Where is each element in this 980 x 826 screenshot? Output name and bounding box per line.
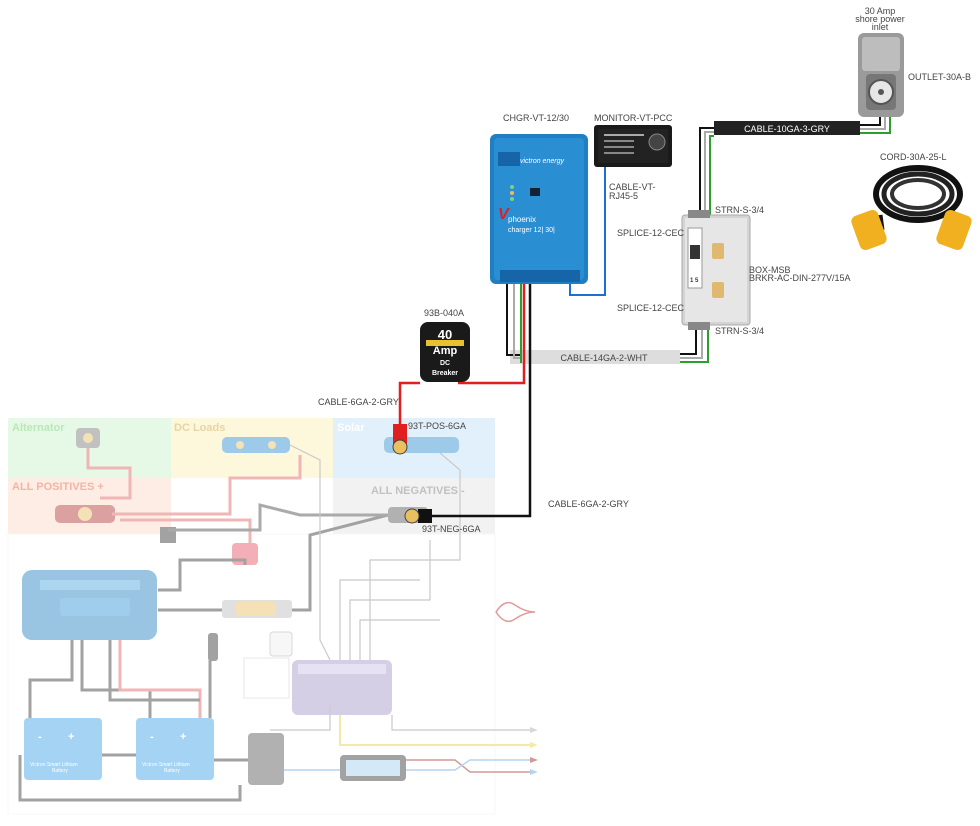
breaker-label: 93B-040A [424,308,464,318]
zone-label-all-negatives: ALL NEGATIVES - [371,485,465,497]
shore-inlet-label-3: inlet [872,22,889,32]
zone-label-alternator: Alternator [12,422,65,434]
splice-bottom-label: SPLICE-12-CEC [617,303,685,313]
battery-1-label-line2: Battery [52,768,68,774]
base-outline [7,533,496,815]
battery-2-label-line2: Battery [164,768,180,774]
charger-brand: victron energy [520,158,564,165]
box-label: BOX-MSB [749,265,791,275]
charger-model-line2: charger 12| 30| [508,227,555,234]
svg-text:-: - [150,731,154,743]
shore-power-inlet [858,33,904,117]
positive-cable-label: CABLE-6GA-2-GRY [318,397,399,407]
foreground-wiring [398,115,891,518]
alternator-zone [8,418,171,478]
monitor-label: MONITOR-VT-PCC [594,113,673,123]
cord-label: CORD-30A-25-L [880,152,947,162]
breaker-amp-word: Amp [433,345,458,357]
charger-model-line1: phoenix [508,215,536,224]
negative-terminal [404,508,432,524]
rj45-cable-label-2: RJ45-5 [609,191,638,201]
svg-text:-: - [38,731,42,743]
breaker-amps: 40 [438,327,452,342]
ac-cable-label: CABLE-14GA-2-WHT [560,353,648,363]
breaker-dc-word: DC [440,360,450,367]
ground-part [160,527,176,543]
positive-busbar [55,505,115,523]
note-box [243,657,290,699]
battery-management-unit [22,570,157,640]
distribution-module [292,660,392,715]
shore-inlet-label-1: 30 Amp [865,6,896,16]
fuse [232,543,258,565]
fuse-holder [222,600,292,618]
battery-2-label: Victron Smart Lithium [142,762,190,768]
strain-relief-bottom-label: STRN-S-3/4 [715,326,764,336]
battery-1 [24,718,102,780]
dc-loads-busbar [222,437,290,453]
ac-cable-sleeve [510,350,680,364]
breaker-breaker-word: Breaker [432,370,458,377]
breaker-rating-label: 1 5 [690,278,699,284]
shore-power-cord [851,165,972,251]
zone-label-all-positives: ALL POSITIVES + [12,481,104,493]
strain-relief-top-label: STRN-S-3/4 [715,205,764,215]
charger-control-panel [594,125,672,167]
dc-loads-zone [171,418,333,478]
alternator-terminal [76,428,100,448]
positive-terminal [392,424,408,455]
negative-terminal-label: 93T-NEG-6GA [422,524,481,534]
battery-2 [136,718,214,780]
splice-top-label: SPLICE-12-CEC [617,228,685,238]
base-system-diagram: Alternator DC Loads Solar ALL POSITIVES … [7,418,538,815]
battery-monitor-display [340,755,406,781]
svg-text:+: + [180,731,186,743]
battery-1-label: Victron Smart Lithium [30,762,78,768]
battery-charger: victron energy V phoenix charger 12| 30| [490,134,588,284]
negatives-zone [333,478,495,534]
bluetooth-dongle [269,631,293,657]
charger-label: CHGR-VT-12/30 [503,113,569,123]
shore-cable-sleeve [714,121,860,135]
zone-label-solar: Solar [337,422,365,434]
dc-circuit-breaker: 40 Amp DC Breaker [420,322,470,382]
zone-label-dc-loads: DC Loads [174,422,225,434]
outlet-label: OUTLET-30A-B [908,72,971,82]
battery-monitor-shunt [248,733,284,785]
breaker-ac-label: BRKR-AC-DIN-277V/15A [749,273,851,283]
charger-logo-mark: V [498,206,510,223]
solar-zone [333,418,495,478]
inline-fuse [208,633,218,661]
shore-cable-label: CABLE-10GA-3-GRY [744,124,830,134]
positives-zone [8,478,171,534]
rj45-cable-label-1: CABLE-VT- [609,182,656,192]
junction-box: 1 5 [681,210,751,330]
shore-inlet-label-2: shore power [855,14,905,24]
negative-cable-label: CABLE-6GA-2-GRY [548,499,629,509]
svg-text:+: + [68,731,74,743]
positive-terminal-label: 93T-POS-6GA [408,421,466,431]
